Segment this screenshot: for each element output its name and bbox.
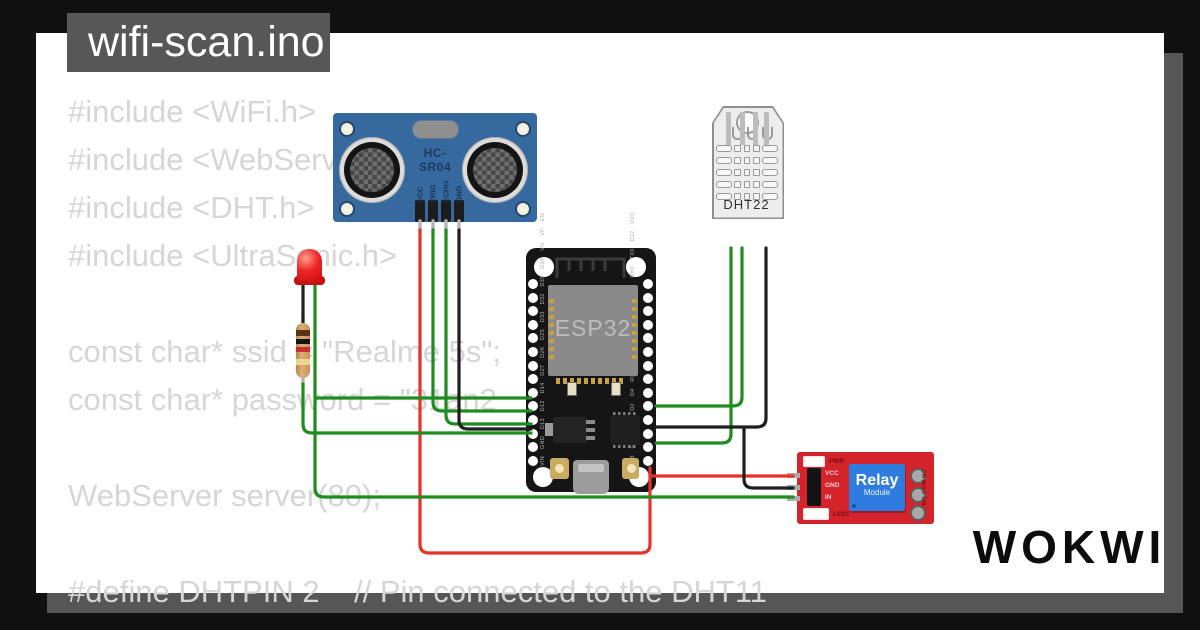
pin-vcc bbox=[415, 200, 425, 222]
antenna-icon bbox=[555, 257, 626, 278]
right-pin-holes bbox=[643, 279, 653, 466]
relay-header bbox=[807, 468, 821, 506]
pin-label-gnd: GND bbox=[454, 185, 464, 203]
relay-pin-label-gnd: GND bbox=[825, 482, 840, 489]
pin-trig bbox=[428, 200, 438, 222]
terminal-labels: NO COM NC bbox=[922, 468, 928, 506]
resistor[interactable] bbox=[296, 323, 310, 378]
relay-pin-in bbox=[787, 496, 800, 501]
dht22-label: DHT22 bbox=[723, 197, 770, 212]
esp32-module-label: ESP32 bbox=[554, 315, 632, 341]
red-led[interactable] bbox=[297, 249, 322, 282]
dht22-sensor[interactable]: DHT22 bbox=[712, 106, 784, 219]
esp32-board[interactable]: VIN GND D13 D12 D14 D27 D26 D25 D33 D32 … bbox=[526, 213, 656, 494]
relay-module[interactable]: VCC GND IN PWR LED1 Relay Module NO COM … bbox=[787, 452, 934, 524]
code-line: #include <WebServer.h> bbox=[68, 142, 407, 177]
relay-pin-label-in: IN bbox=[825, 494, 832, 501]
en-button[interactable] bbox=[550, 458, 569, 479]
usb-uart-chip bbox=[610, 412, 640, 448]
dht22-leg bbox=[739, 112, 745, 145]
dht22-vents bbox=[716, 145, 779, 205]
pwr-label: PWR bbox=[829, 458, 845, 465]
code-line: #include <UltraSonic.h> bbox=[68, 238, 398, 273]
sketch-title-tab[interactable]: wifi-scan.ino bbox=[67, 13, 330, 72]
screw-hole bbox=[339, 121, 355, 137]
capacitor bbox=[611, 382, 621, 396]
pin-label-vcc: VCC bbox=[415, 186, 425, 203]
wokwi-logo: WOKWI bbox=[972, 521, 1167, 573]
pin-echo bbox=[441, 200, 451, 222]
code-line: #define DHTPIN 2 // Pin connected to the… bbox=[68, 574, 767, 609]
screw-hole bbox=[515, 121, 531, 137]
relay-pin-label-vcc: VCC bbox=[825, 470, 839, 477]
mount-hole bbox=[626, 257, 646, 277]
left-pin-labels: VIN GND D13 D12 D14 D27 D26 D25 D33 D32 … bbox=[540, 213, 546, 466]
boot-button[interactable] bbox=[622, 458, 639, 479]
relay-title: Relay bbox=[855, 472, 899, 489]
dht22-leg bbox=[726, 112, 731, 145]
relay-pin-gnd bbox=[787, 485, 800, 490]
left-pin-holes bbox=[528, 279, 538, 466]
hcsr04-label: HC-SR04 bbox=[418, 146, 452, 174]
capacitor bbox=[567, 382, 577, 396]
hcsr04-sensor[interactable]: HC-SR04 VCC TRIG ECHO GND bbox=[333, 113, 537, 222]
screw-hole bbox=[339, 201, 355, 217]
dht22-leg bbox=[764, 112, 769, 145]
led1-label: LED1 bbox=[833, 511, 850, 518]
ultrasonic-transducer-left bbox=[339, 137, 405, 203]
pin-label-echo: ECHO bbox=[441, 180, 451, 203]
code-line: #include <WiFi.h> bbox=[68, 94, 317, 129]
pin-gnd bbox=[454, 200, 464, 222]
led1 bbox=[803, 508, 829, 520]
usb-connector bbox=[573, 460, 609, 494]
relay-block: Relay Module bbox=[849, 464, 905, 511]
pwr-led bbox=[803, 456, 825, 467]
oscillator bbox=[412, 120, 459, 139]
relay-pin-vcc bbox=[787, 473, 800, 478]
relay-subtitle: Module bbox=[863, 488, 891, 497]
voltage-regulator bbox=[553, 417, 595, 443]
sketch-title: wifi-scan.ino bbox=[88, 18, 325, 66]
dht22-leg bbox=[752, 112, 758, 145]
ultrasonic-transducer-right bbox=[462, 137, 528, 203]
pin-label-trig: TRIG bbox=[428, 184, 438, 203]
code-line: #include <DHT.h> bbox=[68, 190, 315, 225]
screw-hole bbox=[515, 201, 531, 217]
screw-terminals bbox=[910, 468, 926, 521]
esp32-module: ESP32 bbox=[548, 285, 638, 376]
